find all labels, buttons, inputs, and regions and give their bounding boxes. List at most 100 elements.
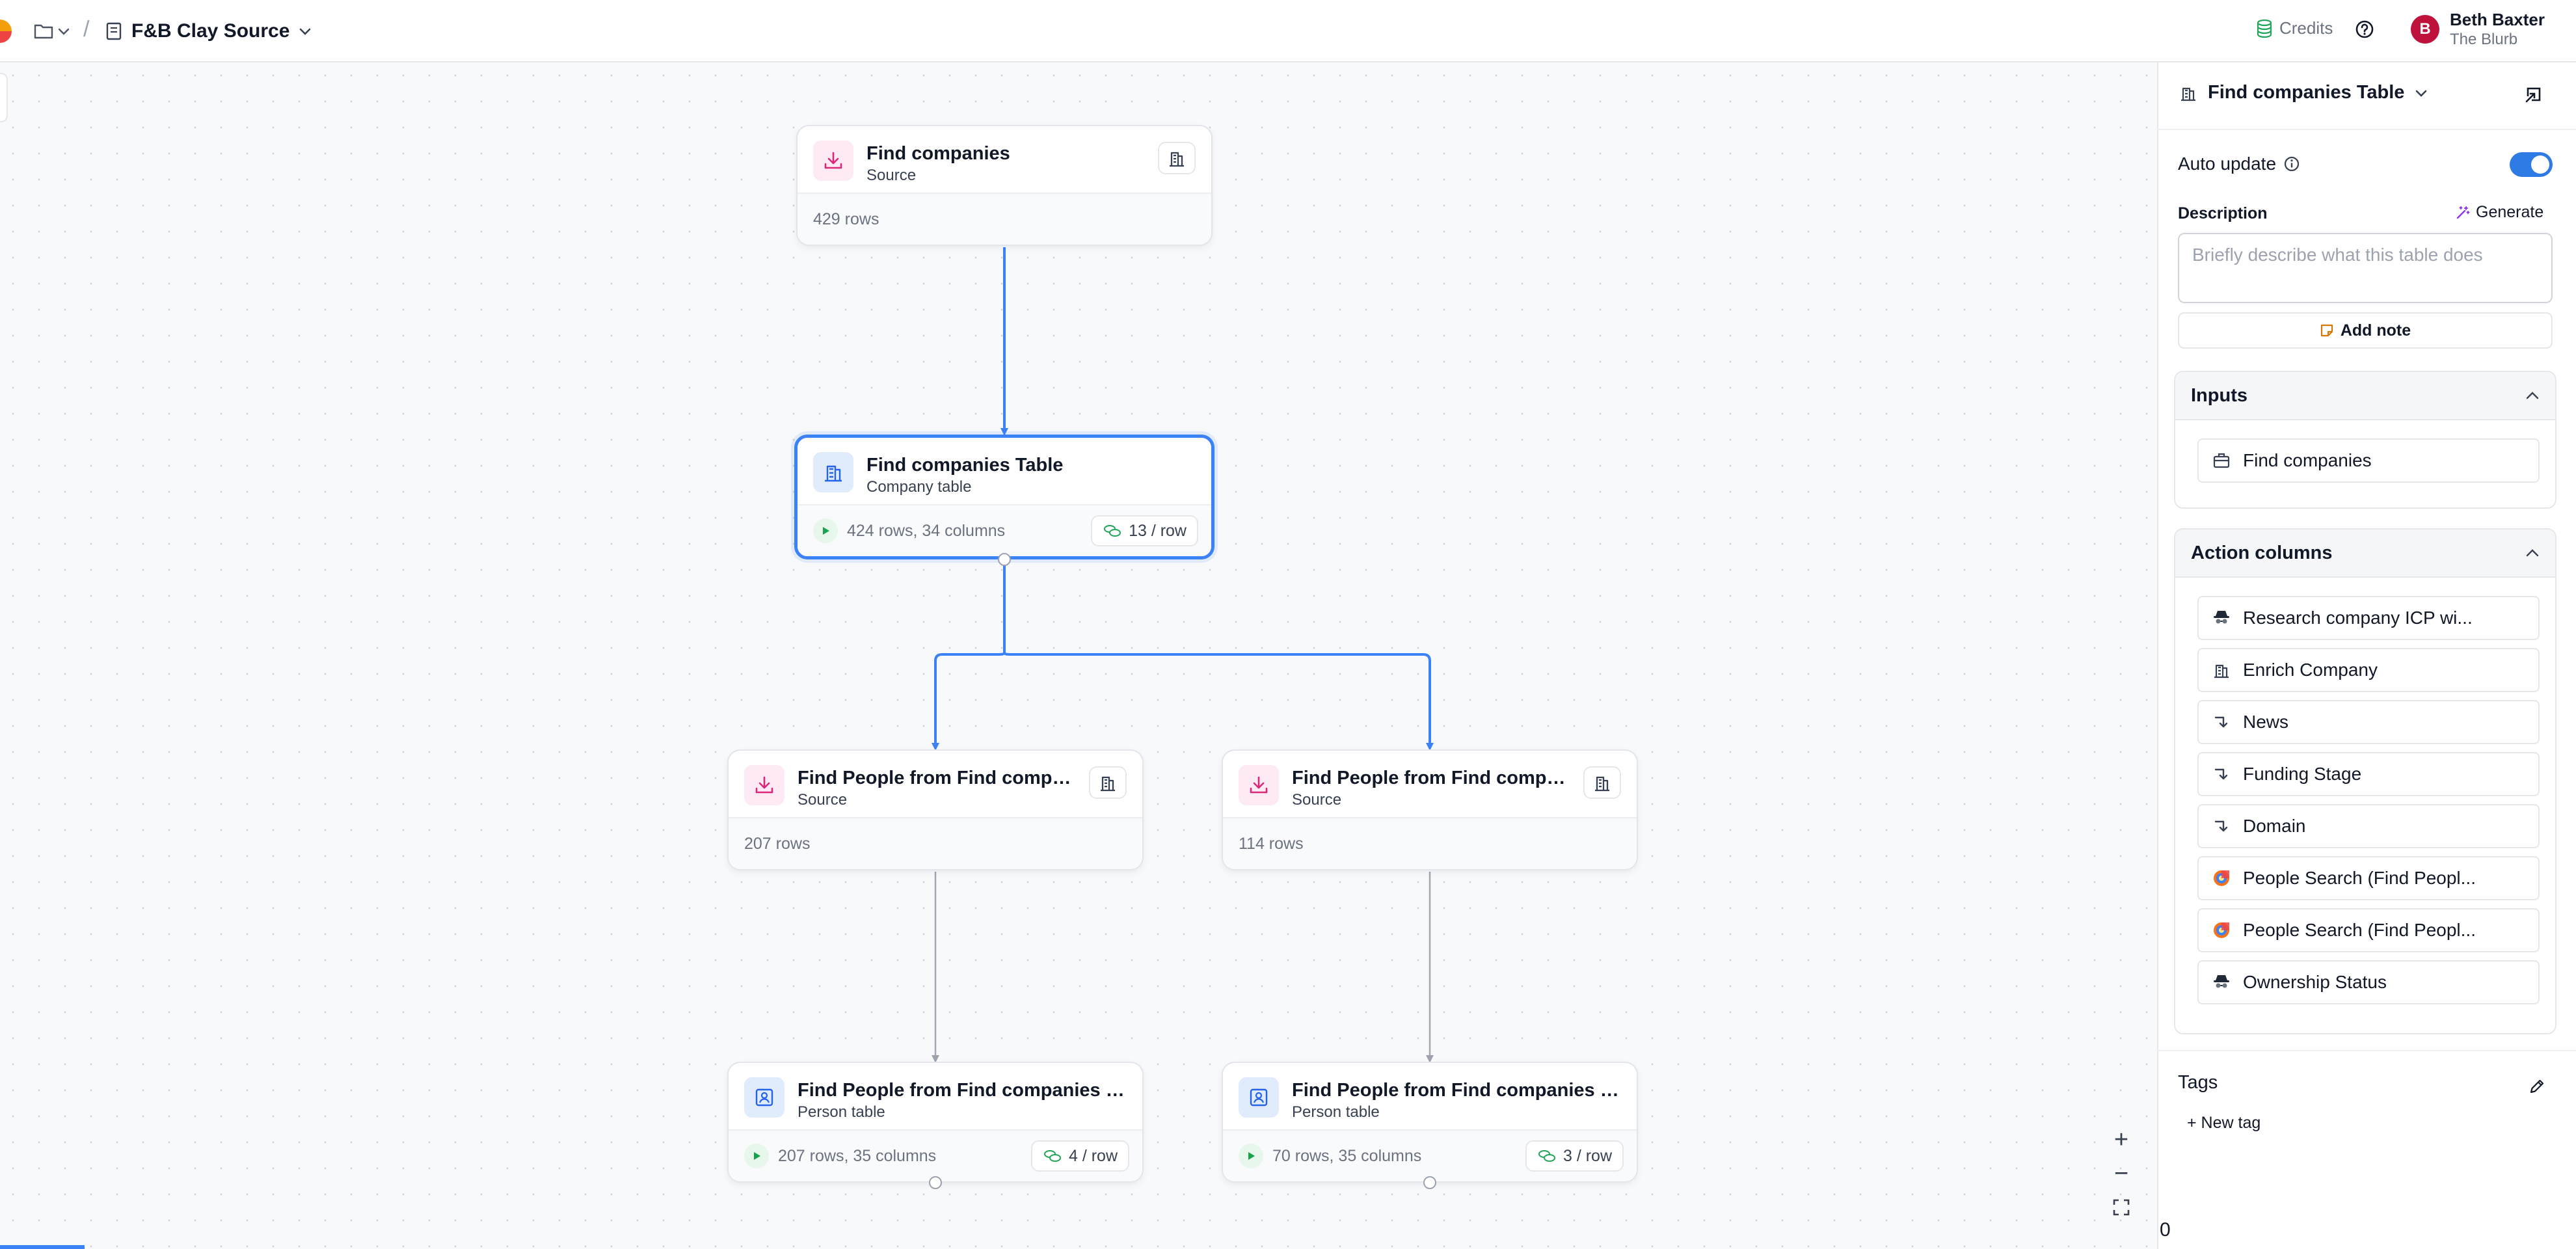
row-count: 114 rows <box>1239 834 1304 853</box>
credits-per-row: 13 / row <box>1129 521 1187 540</box>
breadcrumb-separator: / <box>83 17 90 42</box>
action-column-item[interactable]: People Search (Find Peopl... <box>2197 856 2540 900</box>
node-title: Find People from Find compani... <box>798 768 1076 788</box>
auto-update-row: Auto update <box>2178 154 2301 174</box>
action-column-item[interactable]: Funding Stage <box>2197 752 2540 796</box>
node-subtitle: Company table <box>866 478 972 496</box>
edit-tags-button[interactable] <box>2528 1077 2546 1095</box>
row-count: 207 rows <box>744 834 811 853</box>
building-icon[interactable] <box>1158 142 1196 174</box>
fit-view-button[interactable] <box>2104 1192 2139 1223</box>
node-find-companies-table[interactable]: Find companies Table Company table 424 r… <box>794 435 1214 559</box>
input-item-label: Find companies <box>2243 450 2372 470</box>
building-icon[interactable] <box>1583 766 1621 799</box>
node-subtitle: Person table <box>1292 1103 1380 1121</box>
node-footer: 70 rows, 35 columns 3 / row <box>1223 1129 1637 1181</box>
credits-per-row-badge[interactable]: 4 / row <box>1030 1140 1129 1172</box>
clay-logo-icon <box>2212 920 2231 940</box>
node-header: Find People from Find compani... Source <box>1223 751 1637 818</box>
node-header: Find People from Find companies Tabl... … <box>1223 1063 1637 1131</box>
user-org: The Blurb <box>2450 31 2518 48</box>
chevron-down-icon <box>2416 90 2427 97</box>
row-count: 429 rows <box>813 209 879 228</box>
action-column-label: Ownership Status <box>2243 972 2387 992</box>
action-column-item[interactable]: News <box>2197 700 2540 744</box>
help-button[interactable] <box>2354 18 2376 40</box>
credits-per-row-badge[interactable]: 13 / row <box>1091 515 1198 546</box>
node-people-table-left[interactable]: Find People from Find companies Table Pe… <box>727 1062 1144 1183</box>
collapse-arrow-icon <box>2525 87 2541 103</box>
node-footer: 207 rows, 35 columns 4 / row <box>729 1129 1142 1181</box>
node-find-companies[interactable]: Find companies Source 429 rows <box>796 125 1213 246</box>
chevron-up-icon <box>2526 392 2539 399</box>
node-title: Find People from Find companies Tabl... <box>1292 1080 1621 1101</box>
node-titles: Find People from Find companies Table Pe… <box>798 1077 1127 1123</box>
inputs-heading: Inputs <box>2191 384 2247 406</box>
action-columns-section: Action columns Research company ICP wi..… <box>2174 528 2556 1034</box>
chevron-down-icon <box>58 28 70 35</box>
info-icon[interactable] <box>2283 155 2301 173</box>
magic-wand-icon <box>2456 206 2470 219</box>
node-output-handle[interactable] <box>929 1176 942 1189</box>
top-bar: / F&B Clay Source Credits B Beth Baxter <box>0 0 2576 62</box>
run-play-icon[interactable] <box>744 1144 769 1168</box>
new-tag-button[interactable]: + New tag <box>2187 1114 2261 1132</box>
zoom-out-button[interactable]: − <box>2113 1159 2129 1187</box>
node-output-handle[interactable] <box>998 553 1011 566</box>
description-label: Description <box>2178 204 2268 222</box>
auto-update-label: Auto update <box>2178 154 2277 174</box>
credits-per-row-badge[interactable]: 3 / row <box>1525 1140 1624 1172</box>
left-panel-toggle[interactable] <box>0 73 8 122</box>
action-column-item[interactable]: People Search (Find Peopl... <box>2197 908 2540 952</box>
clay-logo-icon[interactable] <box>0 20 12 43</box>
inputs-list: Find companies <box>2175 420 2555 498</box>
formula-arrow-icon <box>2212 816 2231 836</box>
node-output-handle[interactable] <box>1423 1176 1436 1189</box>
panel-divider <box>2157 1050 2576 1051</box>
action-columns-list: Research company ICP wi... Enrich Compan… <box>2175 578 2555 1020</box>
node-titles: Find People from Find companies Tabl... … <box>1292 1077 1621 1123</box>
description-input[interactable] <box>2178 233 2553 303</box>
credits-label: Credits <box>2279 18 2333 38</box>
download-icon <box>744 765 785 805</box>
chevron-up-icon <box>2526 549 2539 557</box>
folder-menu-button[interactable] <box>34 18 70 44</box>
person-card-icon <box>744 1077 785 1118</box>
node-people-source-left[interactable]: Find People from Find compani... Source … <box>727 749 1144 870</box>
node-people-source-right[interactable]: Find People from Find compani... Source … <box>1222 749 1638 870</box>
user-menu[interactable]: B Beth Baxter The Blurb <box>2411 9 2545 49</box>
user-info: Beth Baxter The Blurb <box>2450 9 2545 49</box>
credits-coin-icon <box>1538 1150 1555 1162</box>
action-column-item[interactable]: Research company ICP wi... <box>2197 596 2540 640</box>
run-play-icon[interactable] <box>1239 1144 1263 1168</box>
input-item[interactable]: Find companies <box>2197 438 2540 483</box>
briefcase-icon <box>2212 451 2231 470</box>
inputs-section-header[interactable]: Inputs <box>2175 372 2555 420</box>
node-subtitle: Source <box>866 167 917 184</box>
action-column-label: People Search (Find Peopl... <box>2243 868 2476 888</box>
node-people-table-right[interactable]: Find People from Find companies Tabl... … <box>1222 1062 1638 1183</box>
action-column-item[interactable]: Enrich Company <box>2197 648 2540 692</box>
action-column-item[interactable]: Ownership Status <box>2197 960 2540 1004</box>
panel-divider <box>2157 129 2576 130</box>
action-columns-heading: Action columns <box>2191 542 2333 563</box>
action-column-item[interactable]: Domain <box>2197 804 2540 848</box>
node-footer: 424 rows, 34 columns 13 / row <box>798 504 1211 556</box>
panel-title-dropdown[interactable]: Find companies Table <box>2179 82 2428 103</box>
credits-coin-icon <box>2257 19 2272 38</box>
action-column-label: Domain <box>2243 816 2306 836</box>
auto-update-toggle[interactable] <box>2510 152 2553 177</box>
action-column-label: Enrich Company <box>2243 660 2378 680</box>
zoom-in-button[interactable]: + <box>2113 1125 2129 1153</box>
collapse-panel-button[interactable] <box>2521 82 2545 105</box>
action-columns-section-header[interactable]: Action columns <box>2175 530 2555 578</box>
generate-button[interactable]: Generate <box>2455 203 2543 222</box>
add-note-button[interactable]: Add note <box>2178 312 2553 349</box>
credits-button[interactable]: Credits <box>2256 18 2333 38</box>
node-titles: Find companies Table Company table <box>866 452 1196 498</box>
building-icon[interactable] <box>1089 766 1127 799</box>
workbook-title-dropdown[interactable]: F&B Clay Source <box>105 16 312 47</box>
workflow-canvas[interactable]: Find companies Source 429 rows Find comp… <box>0 62 2157 1249</box>
loading-progress-bar <box>0 1245 85 1249</box>
run-play-icon[interactable] <box>813 518 838 543</box>
